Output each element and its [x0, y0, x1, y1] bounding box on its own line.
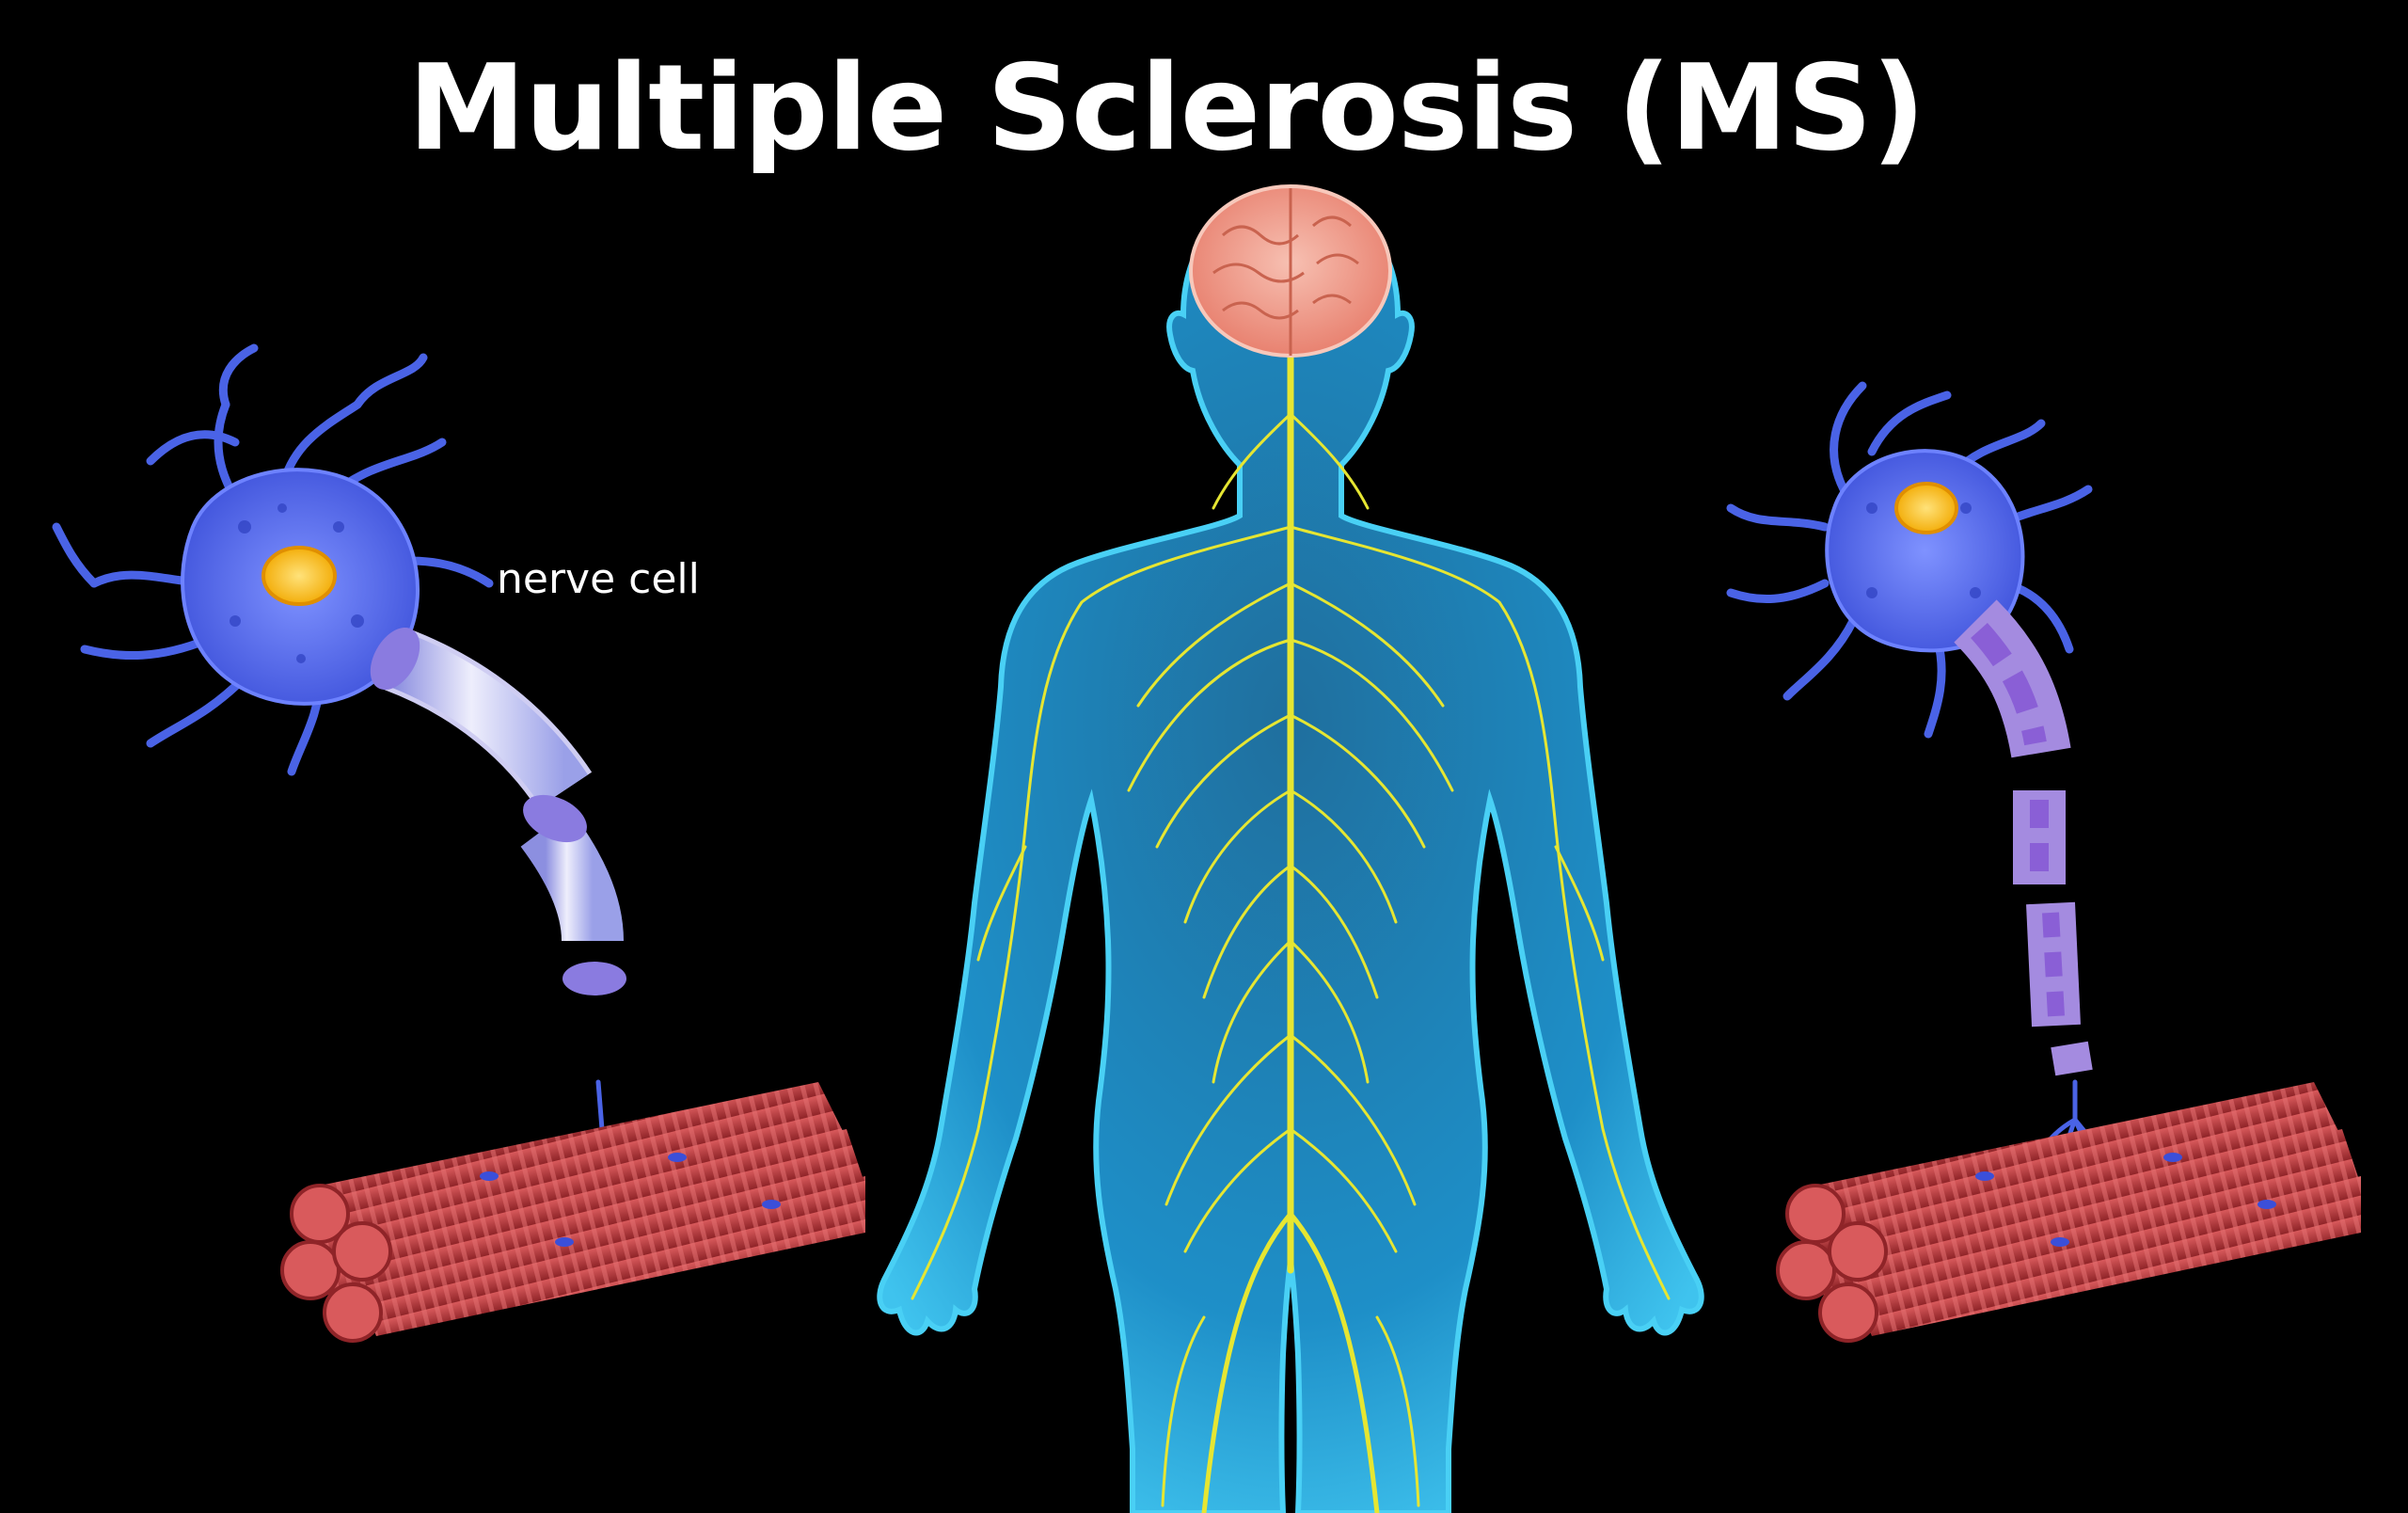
right-muscle-fibers [1776, 1082, 2361, 1343]
nervous-system [911, 307, 1671, 1513]
left-muscle-fibers [280, 1082, 865, 1343]
brain [1189, 184, 1392, 358]
right-neuron-damaged [1726, 381, 2138, 1235]
diagram-title: Multiple Sclerosis (MS) [407, 39, 1926, 177]
left-neuron-healthy [52, 343, 661, 1245]
nerve-cell-label: nerve cell [497, 555, 700, 603]
